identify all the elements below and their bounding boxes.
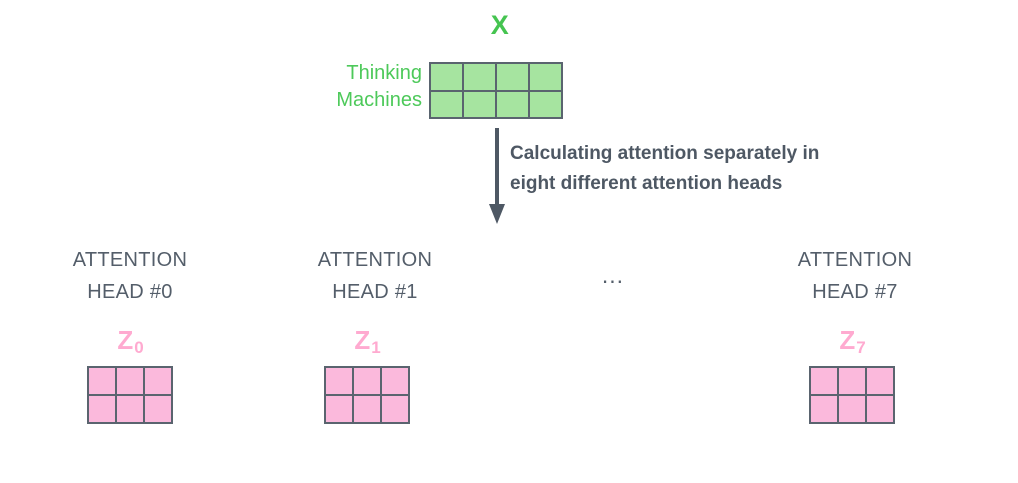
head-title-line-1: HEAD #0 [87, 281, 173, 303]
matrix-cell [117, 368, 143, 394]
output-label-z7: Z7 [772, 323, 932, 361]
output-label-base: Z [354, 325, 371, 355]
matrix-cell [530, 64, 561, 90]
heads-ellipsis: ... [601, 262, 625, 288]
output-label-subscript: 7 [856, 338, 866, 357]
matrix-cell [382, 396, 408, 422]
matrix-cell [867, 368, 893, 394]
input-word-0: Thinking [346, 62, 422, 84]
matrix-cell [326, 396, 352, 422]
annotation-line-0: Calculating attention separately in [510, 143, 820, 164]
matrix-cell [89, 368, 115, 394]
matrix-cell [145, 396, 171, 422]
down-arrow-icon [487, 128, 509, 226]
matrix-cell [431, 91, 462, 117]
input-matrix-x [429, 62, 563, 119]
matrix-cell [811, 368, 837, 394]
output-label-z1: Z1 [287, 323, 447, 361]
matrix-cell [497, 64, 528, 90]
matrix-cell [89, 396, 115, 422]
attention-head-1-title: ATTENTION HEAD #1 [260, 244, 490, 308]
transition-annotation: Calculating attention separately in eigh… [510, 139, 910, 199]
output-label-base: Z [839, 325, 856, 355]
attention-head-7-title: ATTENTION HEAD #7 [740, 244, 970, 308]
matrix-cell [117, 396, 143, 422]
matrix-cell [354, 396, 380, 422]
input-word-1: Machines [336, 89, 422, 111]
matrix-cell [354, 368, 380, 394]
input-word-labels: Thinking Machines [250, 60, 422, 114]
matrix-cell [145, 368, 171, 394]
matrix-cell [382, 368, 408, 394]
output-matrix-z0 [87, 366, 173, 424]
output-label-subscript: 1 [371, 338, 381, 357]
output-matrix-z1 [324, 366, 410, 424]
output-label-base: Z [117, 325, 134, 355]
output-label-subscript: 0 [134, 338, 144, 357]
attention-head-0-title: ATTENTION HEAD #0 [15, 244, 245, 308]
head-title-line-0: ATTENTION [317, 249, 433, 271]
output-matrix-z7 [809, 366, 895, 424]
matrix-cell [431, 64, 462, 90]
arrow-shaft [495, 128, 499, 208]
matrix-cell [497, 91, 528, 117]
matrix-cell [867, 396, 893, 422]
head-title-line-1: HEAD #7 [812, 281, 898, 303]
arrow-head [489, 204, 505, 224]
matrix-cell [839, 396, 865, 422]
head-title-line-0: ATTENTION [72, 249, 188, 271]
matrix-cell [811, 396, 837, 422]
output-label-z0: Z0 [50, 323, 210, 361]
matrix-cell [530, 91, 561, 117]
annotation-line-1: eight different attention heads [510, 173, 783, 194]
head-title-line-1: HEAD #1 [332, 281, 418, 303]
matrix-cell [326, 368, 352, 394]
matrix-cell [464, 64, 495, 90]
matrix-cell [839, 368, 865, 394]
head-title-line-0: ATTENTION [797, 249, 913, 271]
matrix-cell [464, 91, 495, 117]
input-matrix-label: X [490, 10, 510, 40]
